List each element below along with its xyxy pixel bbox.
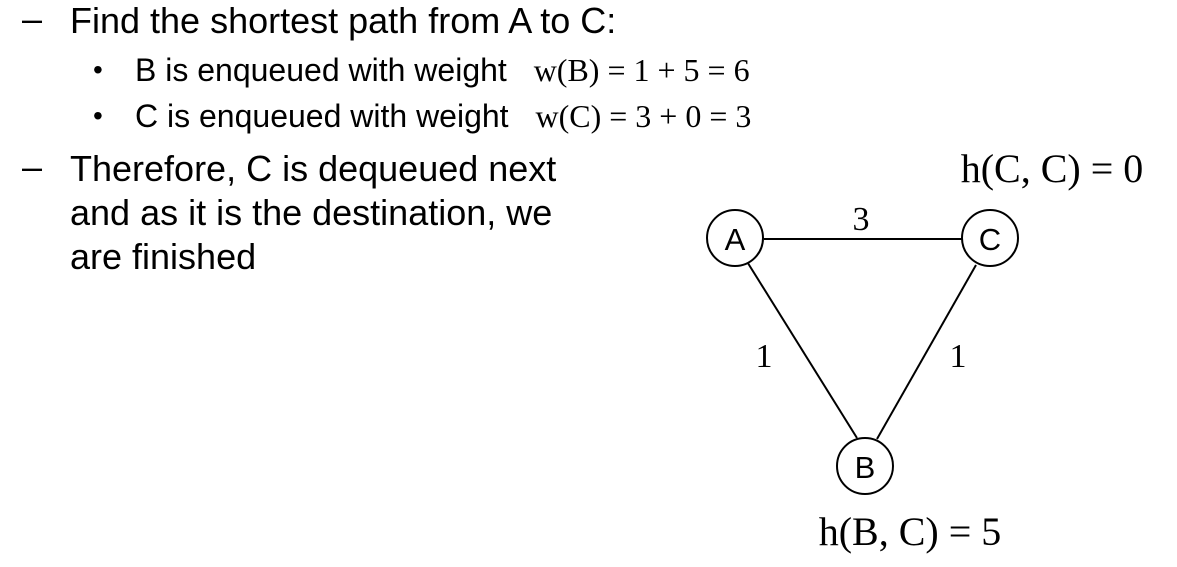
edge-ac-weight: 3	[853, 201, 870, 238]
node-b-circle	[836, 437, 894, 495]
sub-bullet-1: •	[93, 54, 103, 85]
text-line-5: and as it is the destination, we	[70, 192, 553, 233]
dash-bullet-1: –	[22, 0, 43, 39]
node-b-label: B	[855, 450, 876, 485]
edge-bc-weight: 1	[950, 338, 967, 375]
text-line-2: B is enqueued with weight w(B) = 1 + 5 =…	[135, 50, 750, 90]
weight-c-equation: w(C) = 3 + 0 = 3	[535, 98, 752, 134]
node-a-circle	[706, 209, 764, 267]
node-c-label: C	[979, 222, 1001, 257]
text-line-2-prefix: B is enqueued with weight	[135, 52, 507, 88]
node-a-label: A	[725, 222, 746, 257]
heuristic-b-label: h(B, C) = 5	[819, 509, 1002, 554]
text-line-3-prefix: C is enqueued with weight	[135, 98, 509, 134]
text-line-3: C is enqueued with weight w(C) = 3 + 0 =…	[135, 96, 751, 136]
text-line-1: Find the shortest path from A to C:	[70, 0, 617, 41]
text-line-6: are finished	[70, 236, 257, 277]
edge-ab-weight: 1	[756, 338, 773, 375]
text-line-4: Therefore, C is dequeued next	[70, 148, 557, 189]
sub-bullet-2: •	[93, 100, 103, 131]
dash-bullet-2: –	[22, 146, 43, 187]
heuristic-c-label: h(C, C) = 0	[961, 146, 1144, 191]
weight-b-equation: w(B) = 1 + 5 = 6	[533, 52, 750, 88]
node-c-circle	[961, 209, 1019, 267]
edge-ab-line	[745, 259, 858, 439]
edge-bc-line	[876, 264, 977, 440]
